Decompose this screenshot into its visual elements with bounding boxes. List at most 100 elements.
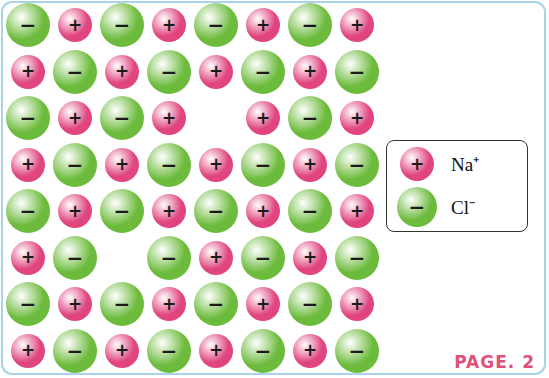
charge-sign: − (349, 248, 366, 268)
legend-swatch: − (397, 187, 437, 227)
charge-sign: + (162, 296, 176, 313)
sodium-ion: + (293, 334, 327, 368)
charge-sign: − (67, 341, 84, 361)
charge-sign: − (161, 341, 178, 361)
charge-sign: + (256, 110, 270, 127)
sodium-ion: + (58, 101, 92, 135)
charge-sign: − (302, 294, 319, 314)
chloride-ion: − (241, 236, 285, 280)
charge-sign: − (67, 248, 84, 268)
chloride-ion: − (100, 96, 144, 140)
chloride-ion: − (147, 50, 191, 94)
chloride-ion: − (147, 329, 191, 373)
sodium-ion: + (58, 287, 92, 321)
charge-sign: − (114, 108, 131, 128)
chloride-ion: − (53, 329, 97, 373)
sodium-ion: + (246, 8, 280, 42)
chloride-ion: − (6, 3, 50, 47)
page-number: PAGE. 2 (454, 352, 535, 372)
charge-sign: − (255, 341, 272, 361)
sodium-ion: + (199, 55, 233, 89)
charge-sign: + (115, 63, 129, 80)
chloride-ion: − (100, 282, 144, 326)
sodium-ion: + (152, 194, 186, 228)
charge-sign: + (303, 342, 317, 359)
sodium-ion: + (105, 334, 139, 368)
legend-swatch: + (400, 147, 434, 181)
sodium-ion: + (152, 287, 186, 321)
chloride-ion: − (6, 96, 50, 140)
chloride-ion: − (288, 3, 332, 47)
legend-row: − Cl⁻ (397, 187, 475, 227)
sodium-ion: + (293, 241, 327, 275)
sodium-ion: + (11, 55, 45, 89)
charge-sign: + (209, 156, 223, 173)
chloride-ion: − (194, 282, 238, 326)
charge-sign: + (68, 110, 82, 127)
sodium-ion: + (105, 148, 139, 182)
charge-sign: − (114, 15, 131, 35)
charge-sign: − (114, 294, 131, 314)
sodium-ion: + (199, 334, 233, 368)
chloride-ion: − (147, 143, 191, 187)
sodium-ion: + (58, 194, 92, 228)
chloride-ion: − (335, 143, 379, 187)
charge-sign: + (68, 17, 82, 34)
charge-sign: − (161, 155, 178, 175)
sodium-ion: + (293, 148, 327, 182)
charge-sign: + (350, 203, 364, 220)
chloride-ion: − (194, 189, 238, 233)
charge-sign: + (162, 110, 176, 127)
charge-sign: + (303, 249, 317, 266)
sodium-ion: + (246, 194, 280, 228)
sodium-ion: + (293, 55, 327, 89)
chloride-ion: − (288, 96, 332, 140)
charge-sign: + (68, 296, 82, 313)
sodium-ion: + (11, 148, 45, 182)
charge-sign: − (67, 155, 84, 175)
charge-sign: − (208, 15, 225, 35)
charge-sign: − (302, 15, 319, 35)
chloride-ion: − (335, 50, 379, 94)
sodium-ion: + (199, 241, 233, 275)
charge-sign: + (350, 110, 364, 127)
chloride-ion: − (100, 189, 144, 233)
chloride-ion: − (100, 3, 144, 47)
charge-sign: − (255, 248, 272, 268)
chloride-ion: − (147, 236, 191, 280)
sodium-ion: + (152, 101, 186, 135)
charge-sign: − (302, 108, 319, 128)
frame-border (2, 2, 545, 374)
charge-sign: + (303, 63, 317, 80)
charge-sign: + (256, 203, 270, 220)
charge-sign: − (114, 201, 131, 221)
sodium-ion: + (11, 334, 45, 368)
chloride-ion: − (194, 3, 238, 47)
chloride-ion: − (241, 143, 285, 187)
sodium-ion: + (105, 55, 139, 89)
legend-text: Cl⁻ (451, 194, 475, 220)
charge-sign: − (409, 197, 426, 217)
chloride-ion: − (288, 189, 332, 233)
charge-sign: + (209, 342, 223, 359)
chloride-ion: − (53, 236, 97, 280)
sodium-ion: + (340, 194, 374, 228)
sodium-ion: + (152, 8, 186, 42)
charge-sign: − (67, 62, 84, 82)
chloride-ion: − (241, 329, 285, 373)
charge-sign: + (115, 156, 129, 173)
charge-sign: − (161, 62, 178, 82)
sodium-ion: + (340, 101, 374, 135)
charge-sign: + (303, 156, 317, 173)
legend-text: Na⁺ (451, 151, 479, 177)
charge-sign: − (349, 155, 366, 175)
charge-sign: + (350, 17, 364, 34)
charge-sign: + (21, 156, 35, 173)
chloride-ion: − (335, 236, 379, 280)
chloride-ion: − (6, 282, 50, 326)
chloride-ion: − (241, 50, 285, 94)
charge-sign: − (20, 15, 37, 35)
charge-sign: − (349, 62, 366, 82)
sodium-ion: + (246, 287, 280, 321)
charge-sign: − (20, 201, 37, 221)
